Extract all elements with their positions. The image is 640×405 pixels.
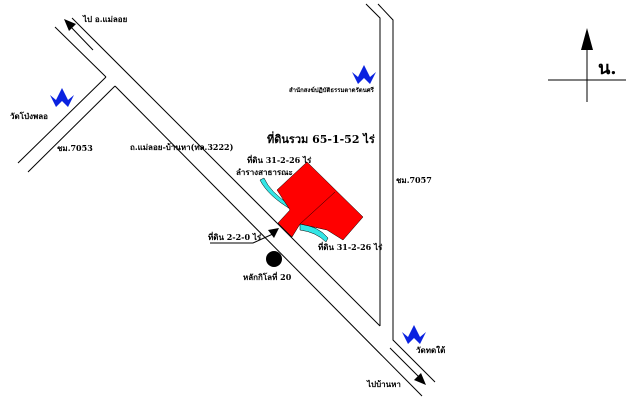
direction-arrow-line [389,347,421,379]
land-parcel [276,161,364,241]
label-total-land: ที่ดินรวม 65-1-52 ไร่ [267,133,375,146]
km-marker-dot [266,251,282,267]
label-land-small: ที่ดิน 2-2-0 ไร่ [208,232,262,242]
temple-icon [402,325,426,344]
road-7053-edge [17,76,107,164]
label-land-north: ที่ดิน 31-2-26 ไร่ [247,155,312,165]
north-arrow-icon [581,28,593,50]
pointer-line [210,232,276,244]
label-monastery: สำนักสงฆ์ปฏิบัติธรรมตาดรัตนศรี [289,87,374,94]
temple-icon [352,65,376,84]
main-road-edge [54,26,107,78]
label-land-south: ที่ดิน 31-2-26 ไร่ [318,242,383,252]
arrowhead-icon [64,19,76,31]
road-7053-edge [27,85,116,173]
label-to-ban-ha: ไปบ้านหา [367,379,401,389]
road-7057-edge [365,3,381,326]
north-label: น. [598,58,617,79]
main-road-edge [71,17,381,327]
direction-arrow-line [69,25,94,51]
label-wat-south: วัดทดใต้ [416,345,446,355]
label-canal: ลำรางสาธารณะ [236,167,293,177]
label-to-mae-loi: ไป อ.แม่ลอย [83,14,128,24]
label-main-road: ถ.แม่ลอย-บ้านหา(ทล.3222) [130,142,234,152]
arrowhead-icon [268,228,279,238]
label-wat-west: วัดโป่งพลอ [10,111,48,121]
arrowhead-icon [414,373,426,385]
label-road-7053: ชม.7053 [57,143,93,153]
main-road-edge [114,85,423,397]
temple-icon [50,88,74,107]
label-km-marker: หลักกิโลที่ 20 [243,272,292,282]
label-road-7057: ชม.7057 [396,175,432,185]
parcel-divider [299,191,336,225]
road-7057-edge [377,3,436,383]
